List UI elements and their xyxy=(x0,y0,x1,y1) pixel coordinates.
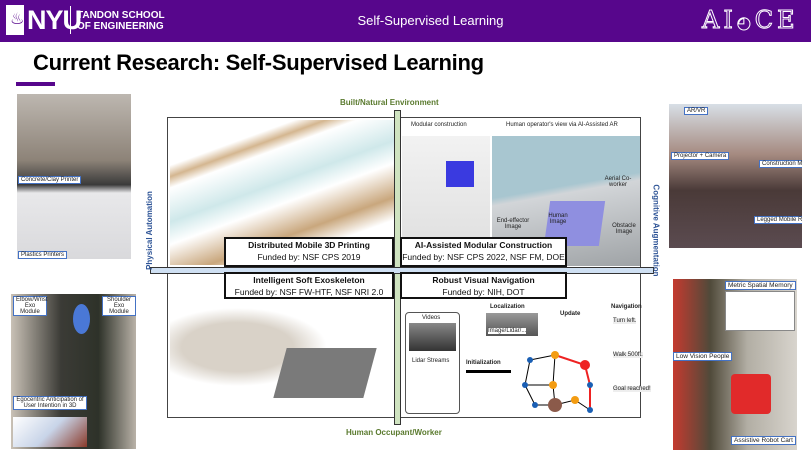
axis-label-left: Physical Automation xyxy=(144,191,154,270)
axis-label-bottom: Human Occupant/Worker xyxy=(346,428,442,437)
update-label: Update xyxy=(560,311,581,317)
photo-label: Shoulder Exo Module xyxy=(102,296,136,316)
photo-label: Metric Spatial Memory xyxy=(725,281,796,290)
localization-label: Localization xyxy=(490,304,525,310)
assistive-cart-photo: Metric Spatial Memory Low Vision People … xyxy=(673,279,797,450)
ai4ce-logo: AI◕CE xyxy=(702,6,799,35)
header-title: Self-Supervised Learning xyxy=(357,13,504,28)
photo-label: Projector + Camera xyxy=(671,152,730,160)
human-image-label: Human Image xyxy=(548,213,568,225)
navigation-diagram: Videos Lidar Streams Localization Image/… xyxy=(400,302,651,416)
photo-label: Legged Mobile Robot xyxy=(754,216,802,224)
ar-construction-photo: AR/VR Projector + Camera Construction Mo… xyxy=(669,104,802,248)
logo-divider xyxy=(70,6,71,34)
pose-graph xyxy=(522,351,593,413)
navigation-label: Navigation xyxy=(611,304,642,310)
axis-label-right: Cognitive Augmentation xyxy=(651,184,661,277)
photo-label: Egocentric Anticipation of User Intentio… xyxy=(13,396,87,410)
goal-reached-label: Goal reached! xyxy=(613,386,651,392)
exoskeleton-illustration xyxy=(170,278,395,416)
photo-label: Elbow/Wrist Exo Module xyxy=(13,296,48,316)
page-title: Current Research: Self-Supervised Learni… xyxy=(33,50,484,75)
axis-label-top: Built/Natural Environment xyxy=(340,98,439,107)
videos-label: Videos xyxy=(422,315,441,321)
photo-label: Construction Module xyxy=(759,160,802,168)
obstacle-image-label: Obstacle Image xyxy=(612,223,636,235)
photo-label: Plastics Printers xyxy=(18,251,68,259)
photo-label: Assistive Robot Cart xyxy=(731,436,796,445)
turn-left-label: Turn left. xyxy=(613,318,637,324)
ar-view-label: Human operator's view via AI-Assisted AR xyxy=(506,122,618,128)
nyu-logo-text: NYU xyxy=(27,5,82,35)
walk-label: Walk 500ft. xyxy=(613,352,643,358)
title-underline xyxy=(16,82,55,86)
aerial-coworker-label: Aerial Co-worker xyxy=(604,176,632,188)
end-effector-label: End-effector Image xyxy=(496,218,530,230)
initialization-label: Initialization xyxy=(466,360,501,366)
nyu-torch-logo: ♨ xyxy=(6,5,24,35)
modular-construction-label: Modular construction xyxy=(411,122,467,128)
printers-photo: Concrete/Clay Printer Plastics Printers xyxy=(17,94,131,259)
photo-label: AR/VR xyxy=(684,107,709,115)
photo-label: Low Vision People xyxy=(673,352,733,361)
lidar-streams-label: Lidar Streams xyxy=(412,358,450,364)
image-lidar-label: Image/Lidar/... xyxy=(488,328,527,334)
photo-label: Concrete/Clay Printer xyxy=(18,176,82,184)
exoskeleton-photo: Elbow/Wrist Exo Module Shoulder Exo Modu… xyxy=(11,294,136,449)
